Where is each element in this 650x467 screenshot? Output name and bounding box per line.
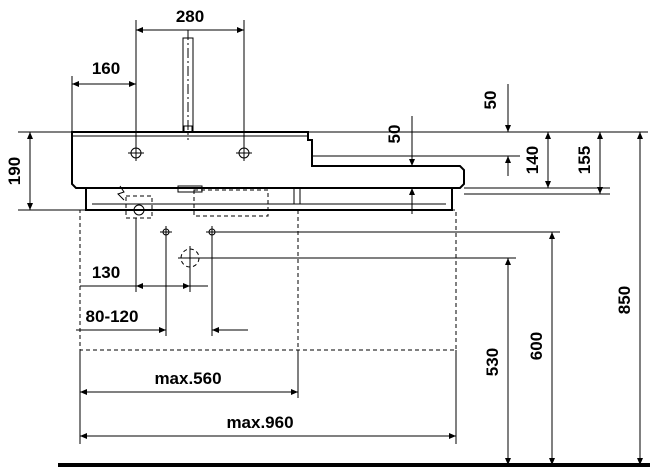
- faucet-hole-left: [128, 145, 144, 161]
- waste-outlet: [178, 246, 202, 270]
- dim-label-155: 155: [575, 146, 594, 174]
- dim-label-280: 280: [176, 7, 204, 26]
- dim-label-80-120: 80-120: [86, 307, 139, 326]
- dim-label-50-step: 50: [385, 125, 404, 144]
- drain-body: [193, 189, 269, 217]
- dim-label-max560: max.560: [154, 369, 221, 388]
- drain-outlet: [177, 185, 203, 193]
- dim-label-190: 190: [5, 157, 24, 185]
- dim-label-50-top: 50: [481, 91, 500, 110]
- dim-label-600: 600: [527, 332, 546, 360]
- towel-rail: [85, 188, 453, 211]
- faucet-base: [183, 125, 193, 133]
- dim-label-160: 160: [92, 59, 120, 78]
- dim-label-850: 850: [615, 286, 634, 314]
- basin-outline: [71, 131, 465, 189]
- dim-label-max960: max.960: [226, 413, 293, 432]
- dim-label-130: 130: [92, 263, 120, 282]
- dim-label-140: 140: [523, 146, 542, 174]
- faucet-hole-right: [236, 145, 252, 161]
- cabinet-outline: [79, 209, 457, 351]
- break-symbol: [117, 185, 125, 201]
- dim-label-530: 530: [483, 348, 502, 376]
- overflow-outlet: [125, 195, 153, 219]
